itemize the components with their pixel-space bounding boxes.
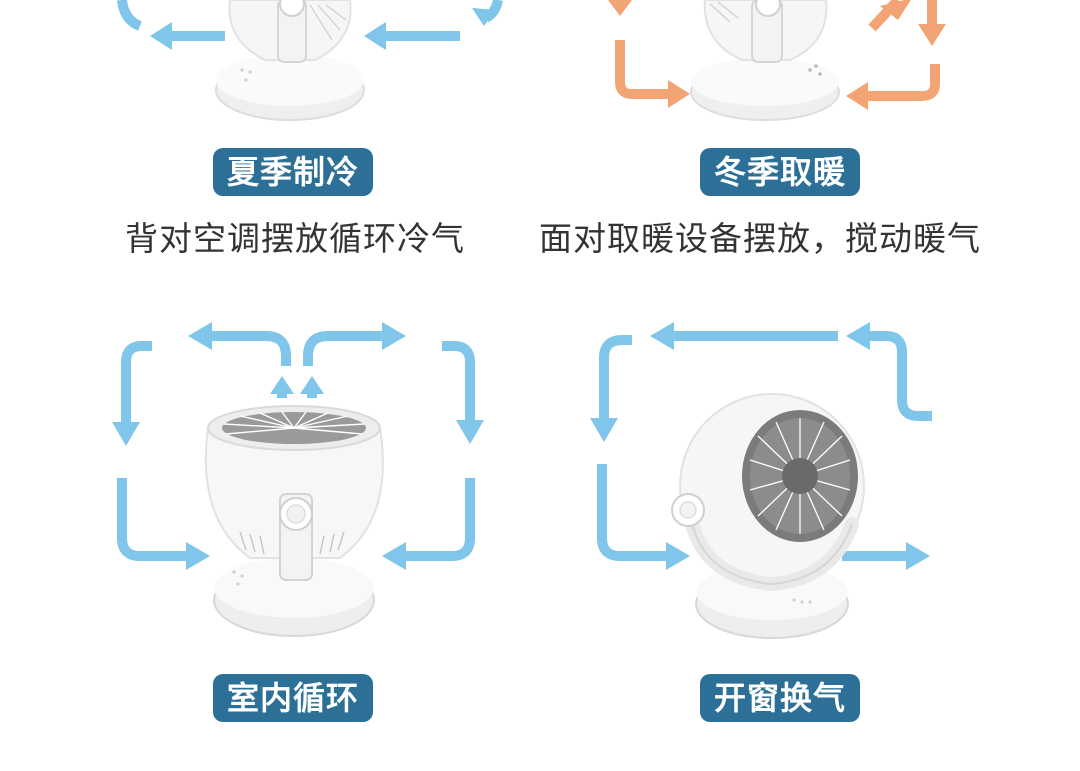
mode-badge-summer: 夏季制冷 (212, 148, 374, 196)
mode-winter-illustration (580, 0, 1000, 130)
mode-badge-circulation: 室内循环 (212, 674, 374, 722)
mode-summer-illustration (100, 0, 520, 130)
fan-front-view-icon (671, 393, 865, 639)
airflow-arrows (117, 331, 475, 561)
mode-badge-ventilation: 开窗换气 (699, 674, 861, 722)
mode-caption-winter: 面对取暖设备摆放，搅动暖气 (539, 219, 981, 258)
mode-ventilation-illustration (580, 318, 960, 653)
mode-circulation-illustration (100, 318, 500, 653)
airflow-arrows (597, 331, 932, 561)
fan-upward-view-icon (204, 405, 384, 637)
fan-rear-view-icon (690, 0, 840, 121)
mode-caption-summer: 背对空调摆放循环冷气 (125, 219, 465, 258)
mode-badge-winter: 冬季取暖 (699, 148, 861, 196)
fan-rear-view-icon (215, 0, 365, 121)
